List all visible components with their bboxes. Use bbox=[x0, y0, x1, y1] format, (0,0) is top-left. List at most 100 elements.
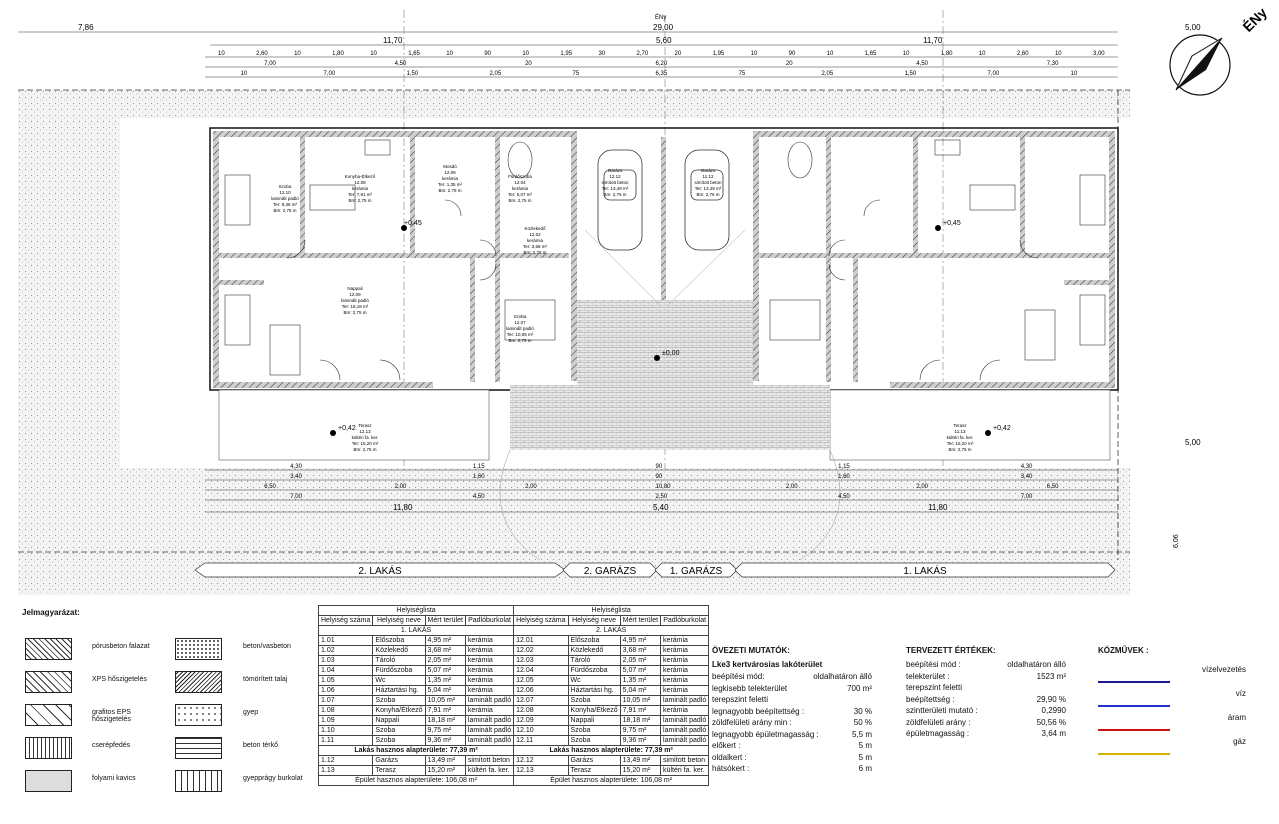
kv-value: 1523 m² bbox=[1036, 671, 1066, 681]
table-cell: 2,05 m² bbox=[619, 655, 662, 666]
table-cell: Wc bbox=[372, 675, 426, 686]
kv-key: zöldfelületi arány min : bbox=[712, 718, 792, 727]
dim-label: 2,05 bbox=[822, 71, 834, 77]
dim-label: 2,60 bbox=[1017, 51, 1029, 57]
room-id: 11.12 bbox=[703, 174, 714, 179]
elevation-label: +0,45 bbox=[404, 220, 422, 227]
dim-label: 4,30 bbox=[1021, 464, 1033, 470]
table-cell: 12.08 bbox=[513, 705, 569, 716]
table-cell: Közlekedő bbox=[567, 645, 621, 656]
dim-label: 2,00 bbox=[395, 484, 407, 490]
table-cell: 1.01 bbox=[317, 635, 374, 646]
dim-label: 3,00 bbox=[1093, 51, 1105, 57]
room-floor: kerámia bbox=[442, 176, 459, 181]
table-cell: 1,35 m² bbox=[619, 675, 662, 686]
table-cell: Terasz bbox=[372, 765, 426, 776]
kv-key: beépítési mód : bbox=[906, 660, 961, 669]
room-name: Terasz bbox=[953, 423, 967, 428]
table-cell: Mért terület bbox=[619, 615, 662, 626]
table-cell: Szoba bbox=[372, 725, 426, 736]
dim-label: 10 bbox=[979, 51, 986, 57]
kv-key: legkisebb telekterület bbox=[712, 683, 788, 693]
kv-value: oldalhatáron álló bbox=[1007, 660, 1066, 669]
room-area: Ter: 13,49 m² bbox=[602, 186, 629, 191]
table-cell: Tároló bbox=[372, 655, 426, 666]
table-cell: Szoba bbox=[372, 695, 426, 706]
utility-line bbox=[1098, 681, 1170, 683]
table-cell: Háztartási hg. bbox=[372, 685, 426, 696]
dim-label: 1,15 bbox=[838, 464, 850, 470]
zone-label-flat-1: 1. LAKÁS bbox=[903, 564, 947, 577]
floor-plan-drawing: +0,45 +0,45 +0,42 +0,42 ±0,00 7,86 29,00… bbox=[18, 4, 1270, 595]
dim-label: 5,00 bbox=[1185, 23, 1201, 32]
legend-label: XPS hőszigetelés bbox=[92, 676, 147, 683]
room-area: Ter: 18,18 m² bbox=[342, 304, 369, 309]
table-cell: kerámia bbox=[464, 635, 515, 646]
table-cell: Tároló bbox=[567, 655, 621, 666]
dim-label: 5,60 bbox=[656, 36, 672, 45]
level-marker-icon bbox=[330, 225, 991, 436]
table-cell: Padlóburkolat bbox=[660, 615, 710, 626]
dim-label: 6,50 bbox=[1047, 484, 1059, 490]
table-cell: Előszoba bbox=[372, 635, 426, 646]
table-cell: kerámia bbox=[464, 665, 515, 676]
furniture bbox=[224, 139, 1106, 376]
utility-label: gáz bbox=[1233, 737, 1246, 746]
room-height: Bm: 2,75 m bbox=[508, 198, 531, 203]
kv-value: 29,90 % bbox=[1036, 694, 1066, 704]
table-cell: 12.10 bbox=[513, 725, 569, 736]
planned-title: TERVEZETT ÉRTÉKEK: bbox=[906, 646, 996, 655]
table-cell: 9,75 m² bbox=[424, 725, 466, 736]
dim-label: 1,50 bbox=[407, 71, 419, 77]
dim-label: 10 bbox=[827, 51, 834, 57]
kv-key: előkert : bbox=[712, 741, 741, 750]
kv-key: legnagyobb épületmagasság : bbox=[712, 729, 819, 739]
kv-value: oldalhatáron álló bbox=[813, 672, 872, 681]
dim-label: 90 bbox=[789, 51, 796, 57]
zone-label-garage-2: 2. GARÁZS bbox=[584, 564, 637, 577]
table-cell: laminált padló bbox=[464, 725, 515, 736]
room-area: Ter: 5,07 m² bbox=[508, 192, 533, 197]
dim-label: 7,00 bbox=[290, 494, 302, 500]
room-floor: laminált padló bbox=[341, 298, 369, 303]
car-icon bbox=[597, 149, 730, 251]
table-cell: 1.11 bbox=[317, 735, 374, 746]
room-id: 12.07 bbox=[514, 320, 526, 325]
table-cell: 3,68 m² bbox=[619, 645, 662, 656]
dim-label: 6,50 bbox=[264, 484, 276, 490]
dim-label: 2,00 bbox=[786, 484, 798, 490]
table-cell: 10,05 m² bbox=[424, 695, 466, 706]
table-cell: kültéri fa. ker. bbox=[660, 765, 710, 776]
table-cell: Garázs bbox=[567, 755, 621, 766]
dim-label: 7,30 bbox=[1047, 61, 1059, 67]
table-cell: 12.04 bbox=[513, 665, 569, 676]
dim-label: 1,95 bbox=[560, 51, 572, 57]
room-id: 12.09 bbox=[349, 292, 361, 297]
legend-swatch bbox=[175, 704, 222, 726]
table-cell: 2. LAKÁS bbox=[513, 625, 710, 636]
room-id: 12.04 bbox=[514, 180, 526, 185]
utility-line bbox=[1098, 753, 1170, 755]
kv-row: előkert :5 m bbox=[712, 741, 872, 753]
kv-value: 5 m bbox=[858, 752, 872, 762]
table-cell: 1.07 bbox=[317, 695, 374, 706]
kv-key: hátsókert : bbox=[712, 764, 750, 773]
kv-value: 5,5 m bbox=[851, 729, 872, 739]
legend-swatch bbox=[175, 638, 222, 660]
door-swings bbox=[286, 199, 1039, 381]
table-cell: kerámia bbox=[464, 675, 515, 686]
dim-label: 1,65 bbox=[408, 51, 420, 57]
dim-label: 5,40 bbox=[653, 503, 669, 512]
room-area: Ter: 15,20 m² bbox=[947, 441, 974, 446]
room-area: Ter: 13,49 m² bbox=[695, 186, 722, 191]
room-floor: kerámia bbox=[512, 186, 529, 191]
table-cell: 7,91 m² bbox=[424, 705, 466, 716]
table-cell: kerámia bbox=[464, 705, 515, 716]
dim-label: 1,60 bbox=[838, 474, 850, 480]
table-cell: kültéri fa. ker. bbox=[464, 765, 515, 776]
